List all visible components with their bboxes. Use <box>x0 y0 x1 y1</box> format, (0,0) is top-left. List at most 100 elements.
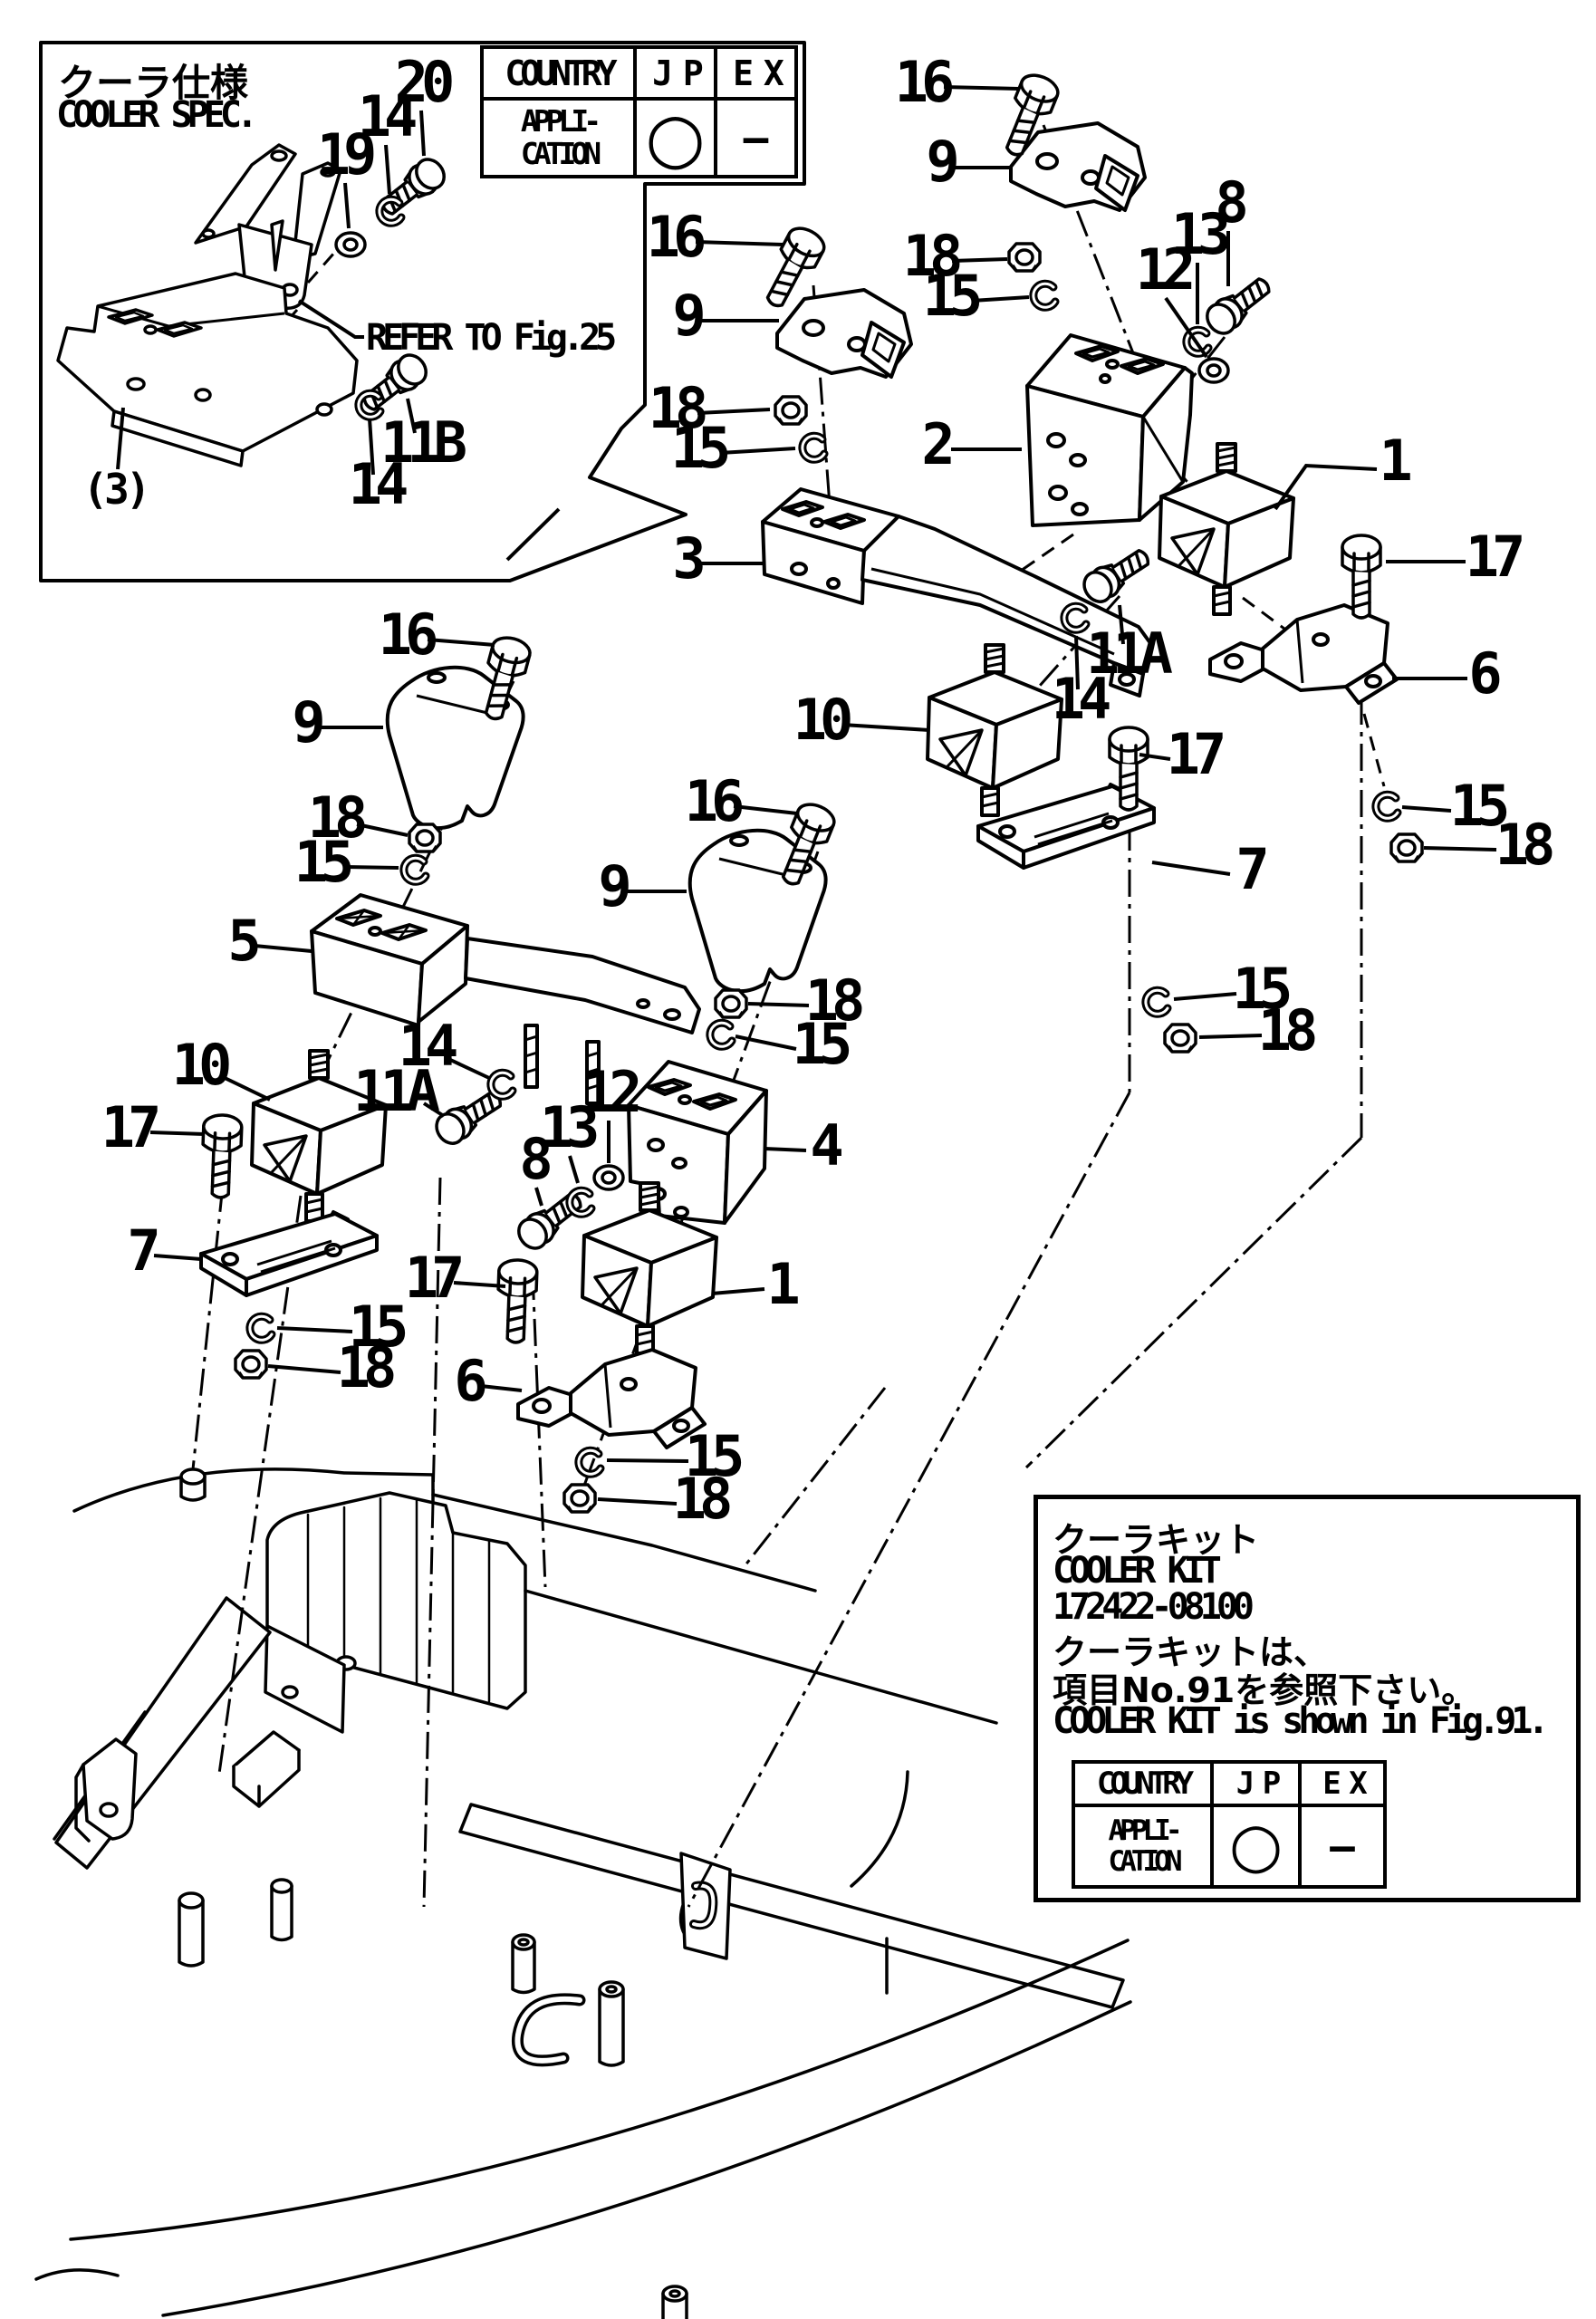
washer-12-icon-d <box>592 1164 625 1191</box>
part-2-bracket <box>1025 333 1194 527</box>
leader-line-d-14 <box>446 1056 490 1080</box>
bolt-11A-icon-b <box>1077 541 1157 609</box>
application-label-line2: CATION <box>1108 1845 1183 1878</box>
leader-line-f-18 <box>597 1497 678 1506</box>
part-3-bracket <box>761 487 1152 698</box>
callout-b-9: 9 <box>672 283 703 349</box>
leader-line-d-16 <box>733 804 798 815</box>
bolt-17-icon-e <box>199 1112 244 1200</box>
callout-d-4: 4 <box>810 1112 841 1179</box>
cooler-spec-box-outline <box>39 41 806 582</box>
callout-d-14: 14 <box>399 1013 457 1079</box>
callout-b-16: 16 <box>647 204 704 270</box>
ex-header-cell: E X <box>1298 1760 1387 1807</box>
leader-line-a-15 <box>971 295 1030 303</box>
callout-a-12: 12 <box>1136 236 1192 303</box>
e-ring-15-icon-r <box>1376 794 1398 818</box>
callout-a-6: 6 <box>1468 640 1499 707</box>
e-ring-14-icon-d <box>491 1073 513 1096</box>
table-body-row: APPLI- CATION ○ — <box>480 97 798 178</box>
kit-note-line-6: COOLER KIT is shown in Fig.91. <box>1053 1700 1549 1742</box>
part-9a-bracket <box>1009 121 1147 212</box>
nut-18-icon-r <box>1389 832 1424 863</box>
application-table-bottom: COUNTRY J P E X APPLI- CATION ○ — <box>1072 1760 1387 1889</box>
callout-e-18: 18 <box>337 1334 394 1400</box>
kit-note-line-4: クーラキットは、 <box>1053 1632 1329 1672</box>
callout-f-18: 18 <box>673 1466 730 1532</box>
leader-line-c-5 <box>254 944 312 953</box>
application-label-cell: APPLI- CATION <box>480 97 637 178</box>
application-table-top: COUNTRY J P E X APPLI- CATION ○ — <box>480 45 798 178</box>
e-ring-15-icon-b <box>803 436 824 459</box>
callout-f-1: 1 <box>766 1251 798 1317</box>
leader-line-spec-14-lower <box>368 418 375 476</box>
callout-spec-3: (3) <box>82 465 147 514</box>
part-6-bracket-right <box>1208 603 1399 705</box>
callout-a-9: 9 <box>926 129 957 195</box>
part-10-mount-right <box>926 643 1063 817</box>
application-label-line1: APPLI- <box>1108 1814 1183 1847</box>
leader-line-d-13 <box>568 1155 580 1184</box>
kit-note-line-5: 項目No.91を参照下さい。 <box>1053 1670 1476 1710</box>
callout-d-9: 9 <box>598 853 629 919</box>
jp-applicable-mark: ○ <box>633 97 717 178</box>
leader-line-d-8 <box>534 1187 543 1207</box>
e-ring-15-icon-g <box>1146 990 1168 1014</box>
application-label-cell: APPLI- CATION <box>1072 1804 1214 1889</box>
e-ring-15-icon-e <box>250 1316 272 1340</box>
bolt-11B-icon <box>355 348 434 419</box>
callout-a-2: 2 <box>921 411 951 477</box>
leader-line-spec-11B <box>406 398 417 434</box>
callout-e-10: 10 <box>172 1032 229 1098</box>
callout-g-18: 18 <box>1258 997 1315 1063</box>
application-label-line2: CATION <box>520 136 601 171</box>
table-body-row: APPLI- CATION ○ — <box>1072 1804 1387 1889</box>
nut-18-icon-f <box>562 1483 597 1514</box>
leader-line-spec-20 <box>419 110 426 157</box>
leader-line-f-15 <box>606 1458 689 1463</box>
leader-line-d-4 <box>764 1147 807 1152</box>
callout-spec-14-lower: 14 <box>349 451 407 517</box>
leader-line-spec-3 <box>116 407 125 470</box>
callout-e-17: 17 <box>101 1094 158 1160</box>
leader-line-g-15 <box>1173 992 1237 1001</box>
callout-b-14: 14 <box>1052 666 1110 732</box>
leader-line-e-17 <box>149 1131 206 1136</box>
cooler-kit-note-box: クーラキット COOLER KIT 172422-08100 クーラキットは、 … <box>1034 1495 1581 1902</box>
nut-18-icon-d <box>714 988 748 1019</box>
nut-18-icon-a <box>1007 242 1042 273</box>
leader-line-c-15 <box>342 865 399 870</box>
leader-line-c-16 <box>427 638 495 647</box>
machine-frame-drawing <box>34 1467 1132 2319</box>
callout-d-13: 13 <box>540 1094 597 1160</box>
callout-b-10: 10 <box>793 687 851 753</box>
leader-line-a-12 <box>1164 296 1208 359</box>
leader-line-a-15r <box>1401 805 1452 813</box>
callout-spec-refer: REFER TO Fig.25 <box>366 317 615 359</box>
leader-line-d-11A <box>422 1102 446 1118</box>
part-9b-bracket <box>775 288 913 379</box>
leader-line-d-18 <box>747 1002 810 1007</box>
callout-b-3: 3 <box>672 525 703 592</box>
nut-18-icon-b <box>774 395 808 426</box>
e-ring-15-icon-f <box>579 1450 601 1474</box>
leader-line-a-18 <box>951 257 1008 263</box>
application-label-line1: APPLI- <box>520 103 601 139</box>
cooler-spec-upper-bracket <box>194 143 342 310</box>
callout-f-17: 17 <box>405 1245 461 1311</box>
leader-line-c-18 <box>356 823 409 837</box>
callout-e-7: 7 <box>127 1217 157 1284</box>
callout-a-17: 17 <box>1466 524 1522 590</box>
ex-header-cell: E X <box>714 45 798 101</box>
callout-spec-19: 19 <box>317 121 374 188</box>
washer-12-icon-a <box>1197 357 1230 384</box>
country-header-cell: COUNTRY <box>480 45 637 101</box>
callout-g-7: 7 <box>1235 836 1265 902</box>
part-4-bracket <box>627 1060 768 1225</box>
callout-c-16: 16 <box>379 601 436 668</box>
table-header-row: COUNTRY J P E X <box>480 45 798 101</box>
bolt-17-icon-f <box>495 1257 539 1345</box>
leader-line-b-11A <box>1118 604 1125 645</box>
leader-line-e-7 <box>153 1254 202 1261</box>
